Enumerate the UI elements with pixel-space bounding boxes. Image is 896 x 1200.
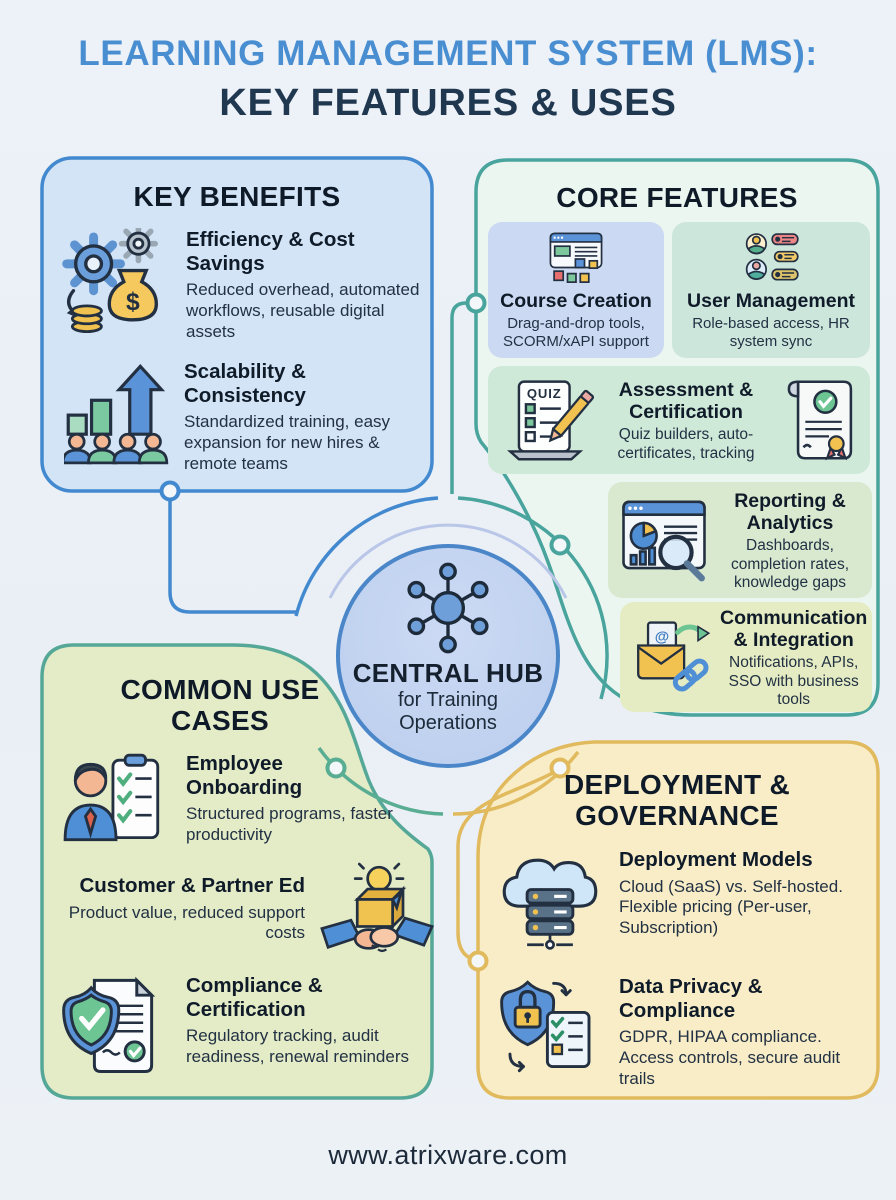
ring-node-teal bbox=[549, 534, 571, 556]
feature-card-communication: @ Communication & Integration Notificati… bbox=[620, 602, 872, 712]
deployment-governance-heading: DEPLOYMENT & GOVERNANCE bbox=[563, 769, 791, 831]
svg-text:@: @ bbox=[655, 629, 669, 645]
analytics-dashboard-icon bbox=[618, 496, 710, 584]
use-case-description: Regulatory tracking, audit readiness, re… bbox=[186, 1026, 409, 1066]
governance-connector-line bbox=[456, 767, 561, 962]
employee-checklist-icon bbox=[60, 752, 172, 854]
hub-ring-blue-arc bbox=[294, 496, 439, 617]
certificate-icon bbox=[778, 374, 860, 466]
hub-title: CENTRAL HUB bbox=[352, 658, 544, 688]
benefits-node bbox=[159, 480, 181, 502]
network-hub-icon bbox=[400, 560, 496, 656]
use-case-item-compliance: Compliance & Certification Regulatory tr… bbox=[56, 974, 430, 1080]
feature-card-reporting: Reporting & Analytics Dashboards, comple… bbox=[608, 482, 872, 598]
central-hub: CENTRAL HUB for Training Operations bbox=[336, 544, 560, 768]
use-case-description: Product value, reduced support costs bbox=[68, 902, 305, 943]
governance-item-deployment-models: Deployment Models Cloud (SaaS) vs. Self-… bbox=[495, 848, 877, 952]
benefit-description: Reduced overhead, automated workflows, r… bbox=[186, 280, 420, 341]
svg-text:$: $ bbox=[126, 289, 140, 316]
growth-people-icon bbox=[64, 360, 170, 466]
common-use-cases-heading: COMMON USE CASES bbox=[120, 674, 320, 736]
feature-card-course-creation: Course Creation Drag-and-drop tools, SCO… bbox=[488, 222, 664, 358]
feature-card-assessment: QUIZ Assessment & Certification Quiz bui… bbox=[488, 366, 870, 474]
use-case-item-onboarding: Employee Onboarding Structured programs,… bbox=[60, 752, 418, 854]
svg-text:QUIZ: QUIZ bbox=[527, 386, 562, 401]
feature-card-title: Reporting & Analytics bbox=[734, 490, 846, 534]
benefits-connector-line bbox=[168, 491, 296, 614]
ring-node-yellow bbox=[549, 757, 571, 779]
benefit-item-scalability: Scalability & Consistency Standardized t… bbox=[64, 360, 428, 474]
features-node bbox=[465, 292, 487, 314]
governance-title: Data Privacy & Compliance bbox=[619, 975, 763, 1022]
lock-shield-checklist-icon bbox=[495, 975, 605, 1079]
benefit-title: Efficiency & Cost Savings bbox=[186, 228, 355, 275]
feature-card-title: Assessment & Certification bbox=[618, 379, 754, 423]
feature-card-description: Quiz builders, auto-certificates, tracki… bbox=[617, 426, 755, 462]
use-case-item-customer-ed: Customer & Partner Ed Product value, red… bbox=[55, 862, 435, 966]
governance-description: Cloud (SaaS) vs. Self-hosted. Flexible p… bbox=[619, 876, 843, 938]
hub-ring-inner-arc bbox=[328, 523, 568, 599]
use-case-title: Employee Onboarding bbox=[186, 752, 303, 799]
hub-subtitle: for Training Operations bbox=[397, 689, 499, 734]
feature-card-description: Role-based access, HR system sync bbox=[692, 315, 850, 351]
feature-card-title: Course Creation bbox=[500, 290, 652, 312]
governance-node bbox=[467, 950, 489, 972]
feature-card-description: Drag-and-drop tools, SCORM/xAPI support bbox=[503, 315, 649, 351]
deployment-governance-panel bbox=[476, 740, 880, 1100]
benefit-item-efficiency: $ Efficiency & Cost Savings Reduced over… bbox=[60, 228, 424, 342]
hub-ring-teal-arc bbox=[457, 496, 609, 700]
feature-card-description: Notifications, APIs, SSO with business t… bbox=[728, 654, 859, 709]
cloud-server-icon bbox=[495, 848, 605, 952]
feature-card-title: User Management bbox=[687, 290, 855, 312]
feature-card-description: Dashboards, completion rates, knowledge … bbox=[730, 537, 850, 592]
key-benefits-heading: KEY BENEFITS bbox=[133, 181, 341, 212]
ring-node-green bbox=[325, 757, 347, 779]
governance-description: GDPR, HIPAA compliance. Access controls,… bbox=[619, 1027, 841, 1088]
governance-title: Deployment Models bbox=[619, 848, 813, 871]
page-title-line2: KEY FEATURES & USES bbox=[219, 82, 677, 124]
benefit-title: Scalability & Consistency bbox=[184, 360, 306, 407]
email-link-icon: @ bbox=[630, 615, 712, 699]
gears-money-icon: $ bbox=[60, 228, 172, 340]
core-features-heading: CORE FEATURES bbox=[556, 182, 798, 213]
course-builder-icon bbox=[545, 231, 607, 287]
features-connector-line bbox=[450, 301, 476, 494]
use-case-title: Customer & Partner Ed bbox=[79, 874, 305, 897]
page-title-line1: LEARNING MANAGEMENT SYSTEM (LMS): bbox=[78, 34, 818, 73]
feature-card-user-management: User Management Role-based access, HR sy… bbox=[672, 222, 870, 358]
footer-website: www.atrixware.com bbox=[328, 1140, 568, 1170]
benefit-description: Standardized training, easy expansion fo… bbox=[184, 412, 391, 473]
use-case-description: Structured programs, faster productivity bbox=[186, 804, 393, 844]
quiz-clipboard-icon: QUIZ bbox=[498, 375, 594, 465]
use-case-title: Compliance & Certification bbox=[186, 974, 323, 1021]
governance-item-data-privacy: Data Privacy & Compliance GDPR, HIPAA co… bbox=[495, 975, 877, 1089]
feature-card-title: Communication & Integration bbox=[720, 607, 868, 651]
shield-document-icon bbox=[56, 974, 172, 1080]
users-roles-icon bbox=[740, 231, 802, 287]
handshake-box-icon bbox=[319, 862, 435, 966]
page-title: LEARNING MANAGEMENT SYSTEM (LMS): KEY FE… bbox=[0, 34, 896, 125]
